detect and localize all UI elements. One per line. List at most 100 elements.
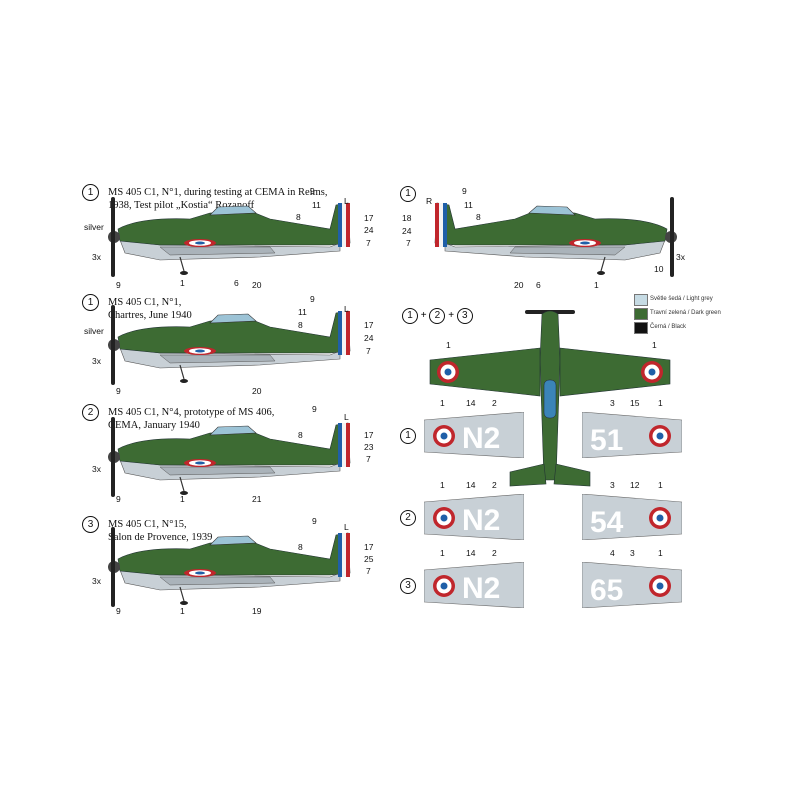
profile-4-caption-line1: MS 405 C1, N°15, (108, 519, 187, 530)
wing-set-2-right-code: 54 (590, 506, 624, 539)
callout-silver: silver (84, 326, 104, 336)
profile-2-aircraft (100, 293, 360, 393)
wing-3-callout-2: 2 (492, 548, 497, 558)
callout-L: L (344, 522, 349, 532)
callout-1: 1 (180, 494, 185, 504)
callout-19: 19 (252, 606, 262, 616)
top-view-plus: + (420, 310, 427, 321)
profile-1-caption-line2: 1938, Test pilot „Kostia“ Rozanoff (108, 200, 255, 211)
callout-L: L (344, 304, 349, 314)
callout-7: 7 (406, 238, 411, 248)
profile-2-caption-line2: Chartres, June 1940 (108, 310, 192, 321)
wing-set-2-right: 54 (582, 494, 682, 540)
callout-9-bottom: 9 (116, 606, 121, 616)
profile-2-marker: 1 (82, 294, 99, 311)
callout-L: L (344, 196, 349, 206)
legend-swatch-black (634, 322, 648, 334)
wing-3-callout-1r: 1 (658, 548, 663, 558)
profile-3-caption-line2: CEMA, January 1940 (108, 420, 200, 431)
callout-21: 21 (252, 494, 262, 504)
right-profile-marker: 1 (400, 186, 416, 202)
profile-2-caption: 1 MS 405 C1, N°1, Chartres, June 1940 (82, 294, 192, 322)
callout-17: 17 (364, 542, 374, 552)
top-view-markers: 1 + 2 + 3 (402, 308, 473, 324)
callout-silver: silver (84, 222, 104, 232)
callout-7: 7 (366, 238, 371, 248)
callout-17: 17 (364, 213, 374, 223)
wing-set-2-marker: 2 (400, 510, 416, 526)
callout-3x: 3x (676, 252, 685, 262)
callout-9-top: 9 (312, 516, 317, 526)
callout-8: 8 (298, 430, 303, 440)
wing-set-2-left: N2 (424, 494, 524, 540)
wing-set-1-right: 51 (582, 412, 682, 458)
callout-9-bottom: 9 (116, 386, 121, 396)
profile-4-caption-line2: Salon de Provence, 1939 (108, 532, 213, 543)
callout-1: 1 (594, 280, 599, 290)
wing-set-3-right-code: 65 (590, 574, 623, 607)
wing-3-callout-1: 1 (440, 548, 445, 558)
callout-25: 25 (364, 554, 374, 564)
wing-set-3-left-code: N2 (462, 572, 500, 605)
callout-24: 24 (402, 226, 412, 236)
callout-3x: 3x (92, 356, 101, 366)
callout-R: R (426, 196, 433, 206)
wing-set-3-left: N2 (424, 562, 524, 608)
profile-1-caption: 1 MS 405 C1, N°1, during testing at CEMA… (82, 184, 327, 212)
callout-1: 1 (180, 278, 185, 288)
legend-label-black: Černá / Black (650, 324, 687, 330)
wing-2-callout-14: 14 (466, 480, 476, 490)
wing-set-1-left: N2 (424, 412, 524, 458)
callout-20: 20 (252, 280, 262, 290)
callout-9: 9 (462, 186, 467, 196)
callout-18: 18 (402, 213, 412, 223)
wing-2-callout-2: 2 (492, 480, 497, 490)
profile-3-aircraft (100, 405, 360, 505)
wing-3-callout-4: 4 (610, 548, 615, 558)
callout-3x: 3x (92, 576, 101, 586)
profile-4-marker: 3 (82, 516, 99, 533)
wing-2-callout-1: 1 (440, 480, 445, 490)
wing-1-callout-2: 2 (492, 398, 497, 408)
callout-11: 11 (312, 200, 321, 210)
callout-3x: 3x (92, 252, 101, 262)
top-view-marker-1: 1 (402, 308, 418, 324)
wing-2-callout-1r: 1 (658, 480, 663, 490)
callout-9-bottom: 9 (116, 280, 121, 290)
wing-2-callout-3: 3 (610, 480, 615, 490)
legend-label-light-grey: Světle šedá / Light grey (650, 296, 713, 302)
profile-3-marker: 2 (82, 404, 99, 421)
profile-4-aircraft (100, 515, 360, 615)
wing-3-callout-3: 3 (630, 548, 635, 558)
wing-set-2-left-code: N2 (462, 504, 500, 537)
wing-set-3-right: 65 (582, 562, 682, 608)
profile-3-caption-line1: MS 405 C1, N°4, prototype of MS 406, (108, 407, 275, 418)
callout-9-top: 9 (310, 186, 315, 196)
callout-24: 24 (364, 225, 374, 235)
wing-set-1-left-code: N2 (462, 422, 500, 455)
profile-1-marker: 1 (82, 184, 99, 201)
callout-8: 8 (298, 542, 303, 552)
wing-1-callout-1r: 1 (658, 398, 663, 408)
callout-8: 8 (296, 212, 301, 222)
top-view-plus-2: + (448, 310, 455, 321)
top-view-callout-1-right: 1 (652, 340, 657, 350)
callout-20: 20 (514, 280, 524, 290)
callout-1: 1 (180, 606, 185, 616)
wing-set-3-marker: 3 (400, 578, 416, 594)
wing-2-callout-12: 12 (630, 480, 640, 490)
top-view-aircraft (429, 310, 671, 487)
callout-3x: 3x (92, 464, 101, 474)
profile-3-caption: 2 MS 405 C1, N°4, prototype of MS 406, C… (82, 404, 275, 432)
callout-9-top: 9 (310, 294, 315, 304)
callout-23: 23 (364, 442, 374, 452)
callout-9-top: 9 (312, 404, 317, 414)
profile-4-caption: 3 MS 405 C1, N°15, Salon de Provence, 19… (82, 516, 213, 544)
callout-17: 17 (364, 430, 374, 440)
callout-L: L (344, 412, 349, 422)
legend-swatch-light-grey (634, 294, 648, 306)
wing-1-callout-1: 1 (440, 398, 445, 408)
wing-1-callout-3: 3 (610, 398, 615, 408)
wing-1-callout-14: 14 (466, 398, 476, 408)
callout-6: 6 (234, 278, 239, 288)
